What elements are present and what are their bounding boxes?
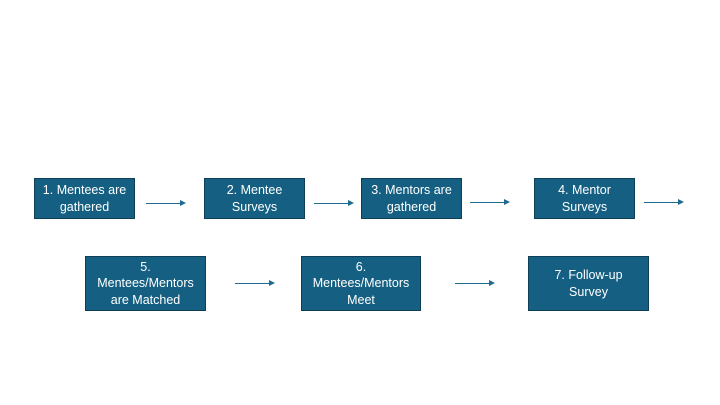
arrow-right-icon — [146, 199, 186, 207]
arrow-right-icon — [314, 199, 354, 207]
step-4-mentor-surveys: 4. Mentor Surveys — [534, 178, 635, 219]
step-6-mentees-mentors-meet: 6. Mentees/Mentors Meet — [301, 256, 421, 311]
step-1-mentees-gathered: 1. Mentees are gathered — [34, 178, 135, 219]
arrow-right-icon — [644, 198, 684, 206]
step-2-mentee-surveys: 2. Mentee Surveys — [204, 178, 305, 219]
arrow-right-icon — [455, 279, 495, 287]
step-7-follow-up-survey: 7. Follow-up Survey — [528, 256, 649, 311]
step-3-mentors-gathered: 3. Mentors are gathered — [361, 178, 462, 219]
arrow-right-icon — [470, 198, 510, 206]
arrow-right-icon — [235, 279, 275, 287]
step-5-mentees-mentors-matched: 5. Mentees/Mentors are Matched — [85, 256, 206, 311]
